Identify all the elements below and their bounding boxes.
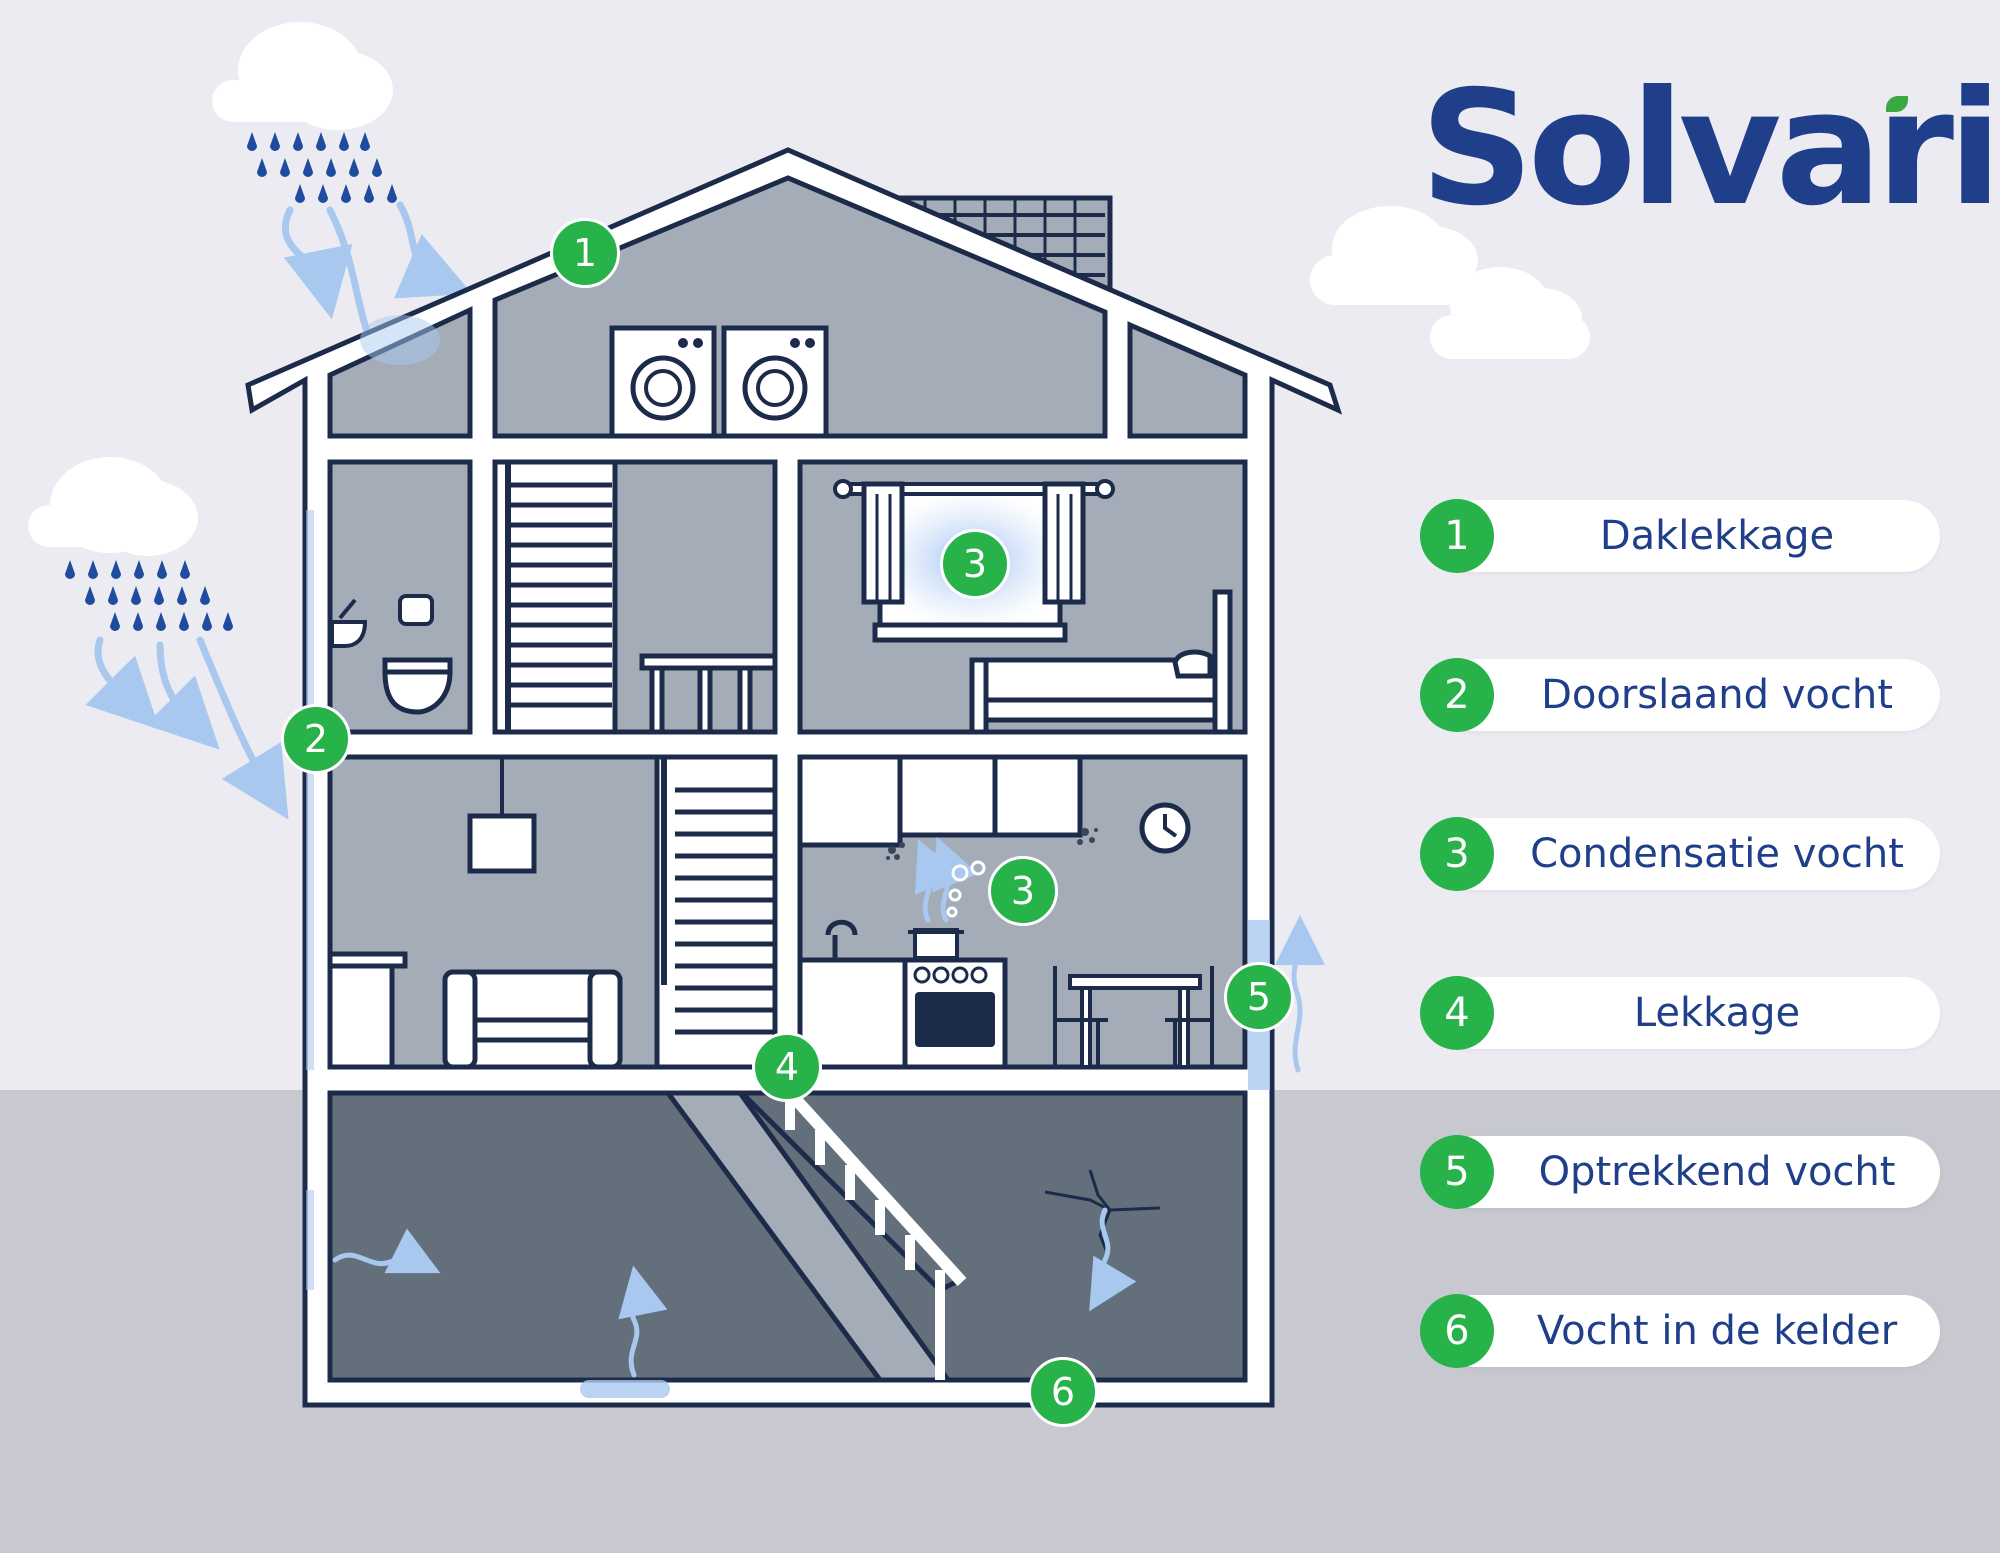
legend-badge: 3 — [1420, 817, 1494, 891]
marker-3-kitchen: 3 — [988, 856, 1058, 926]
moisture-arrows — [332, 915, 1325, 1378]
legend-item: 6 Vocht in de kelder — [1420, 1294, 1940, 1368]
legend-label: Optrekkend vocht — [1538, 1149, 1896, 1195]
marker-5: 5 — [1224, 962, 1294, 1032]
cabinet-icon — [327, 951, 408, 1070]
attic-room-right — [1127, 321, 1248, 439]
light-switch-icon — [398, 594, 434, 626]
legend-pill — [1438, 977, 1940, 1049]
marker-1: 1 — [550, 218, 620, 288]
marker-4: 4 — [752, 1032, 822, 1102]
crack-icon — [1044, 1169, 1161, 1256]
washing-machine-icon — [721, 325, 829, 439]
dining-table-icon — [1053, 966, 1214, 1069]
attic-room-left — [327, 306, 473, 439]
kitchen-cabinets — [797, 754, 1083, 848]
stove-icon — [902, 957, 1008, 1070]
pot-icon — [908, 928, 964, 960]
marker-6: 6 — [1028, 1357, 1098, 1427]
ceiling-lamp-icon — [467, 757, 537, 874]
legend-label: Condensatie vocht — [1530, 831, 1904, 877]
washing-machine-icon — [609, 325, 717, 439]
sofa-icon — [442, 969, 623, 1070]
desk-icon — [639, 653, 778, 735]
legend-item: 3 Condensatie vocht — [1420, 817, 1940, 891]
legend-pill — [1438, 1136, 1940, 1208]
mold-spots — [886, 828, 1098, 860]
legend-badge: 1 — [1420, 499, 1494, 573]
legend-pill — [1438, 1295, 1940, 1367]
legend-item: 1 Daklekkage — [1420, 499, 1940, 573]
steam — [915, 836, 986, 923]
legend-label: Doorslaand vocht — [1541, 672, 1893, 718]
marker-2: 2 — [281, 704, 351, 774]
legend-badge: 2 — [1420, 658, 1494, 732]
legend-item: 4 Lekkage — [1420, 976, 1940, 1050]
legend-label: Daklekkage — [1599, 513, 1835, 559]
logo-leaf-icon — [1886, 96, 1908, 112]
cloud-icon — [1430, 267, 1590, 359]
sink-icon — [330, 598, 368, 648]
rain-drop-icon — [65, 132, 397, 631]
toilet-icon — [382, 657, 453, 715]
legend-item: 5 Optrekkend vocht — [1420, 1135, 1940, 1209]
legend-pill — [1438, 659, 1940, 731]
cloud-icon — [212, 22, 393, 130]
marker-3-window: 3 — [940, 529, 1010, 599]
staircase-icon — [492, 459, 618, 735]
bed-icon — [969, 589, 1233, 735]
legend-pill — [1438, 818, 1940, 890]
legend-badge: 5 — [1420, 1135, 1494, 1209]
legend-label: Vocht in de kelder — [1536, 1308, 1898, 1354]
solvari-logo: Solvari — [1420, 57, 2000, 241]
window-icon — [833, 479, 1115, 643]
legend-badge: 4 — [1420, 976, 1494, 1050]
legend-item: 2 Doorslaand vocht — [1420, 658, 1940, 732]
clock-icon — [1139, 802, 1191, 854]
legend-label: Lekkage — [1633, 990, 1801, 1036]
cloud-icon — [28, 457, 198, 556]
legend-pill — [1438, 500, 1940, 572]
legend-badge: 6 — [1420, 1294, 1494, 1368]
staircase-icon — [654, 754, 778, 1070]
cloud-icon — [1310, 206, 1478, 305]
